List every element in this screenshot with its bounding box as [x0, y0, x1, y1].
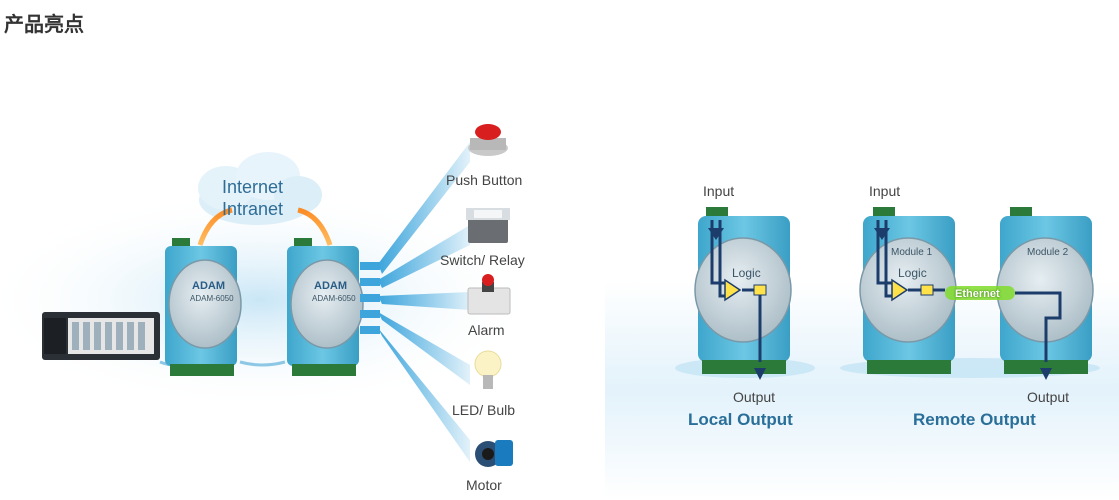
remote-signal-path — [876, 220, 1062, 362]
remote-output-arrow-icon — [1040, 368, 1052, 380]
local-output-label: Output — [733, 389, 776, 405]
label-push-button: Push Button — [446, 172, 523, 188]
local-logic-label: Logic — [732, 266, 761, 280]
cloud-icon — [198, 152, 322, 225]
cloud-label-intranet: Intranet — [222, 199, 284, 219]
network-arc-right — [297, 207, 333, 246]
module-2-model: ADAM-6050 — [312, 294, 356, 303]
input-arrow-icon — [708, 228, 724, 240]
ethernet-label: Ethernet — [955, 288, 1000, 300]
remote-output-title: Remote Output — [913, 410, 1036, 429]
adam-module-2 — [287, 238, 364, 376]
remote-input-arrow-icon — [874, 228, 890, 240]
output-beams — [360, 142, 470, 462]
remote-logic-label: Logic — [898, 266, 927, 280]
output-arrow-icon — [754, 368, 766, 380]
remote-input-label: Input — [869, 183, 901, 199]
remote-module-2 — [996, 207, 1094, 374]
adam-module-1 — [165, 238, 242, 376]
motor-icon — [475, 440, 513, 467]
module-2-brand: ADAM — [314, 280, 347, 292]
ethernet-link — [945, 286, 1015, 300]
network-arc-left — [197, 207, 233, 246]
label-switch-relay: Switch/ Relay — [440, 252, 525, 268]
module-1-label: Module 1 — [891, 247, 933, 258]
remote-output-label: Output — [1027, 389, 1070, 405]
local-output-title: Local Output — [688, 410, 793, 429]
label-motor: Motor — [466, 477, 502, 493]
page-title: 产品亮点 — [4, 12, 84, 36]
bulb-icon — [474, 350, 502, 389]
module-2-label: Module 2 — [1027, 247, 1069, 258]
pulse-icon — [753, 284, 767, 296]
logic-gate-icon — [724, 278, 742, 302]
module-1-model: ADAM-6050 — [190, 294, 234, 303]
cloud-label-internet: Internet — [222, 177, 284, 197]
label-led-bulb: LED/ Bulb — [452, 402, 516, 418]
local-input-label: Input — [703, 183, 735, 199]
relay-icon — [466, 208, 510, 243]
module-1-brand: ADAM — [192, 280, 225, 292]
remote-logic-gate-icon — [891, 278, 909, 302]
label-alarm: Alarm — [468, 322, 505, 338]
alarm-icon — [467, 274, 511, 315]
remote-pulse-icon — [920, 284, 934, 296]
push-button-icon — [468, 124, 508, 156]
io-rack-icon — [42, 312, 160, 360]
